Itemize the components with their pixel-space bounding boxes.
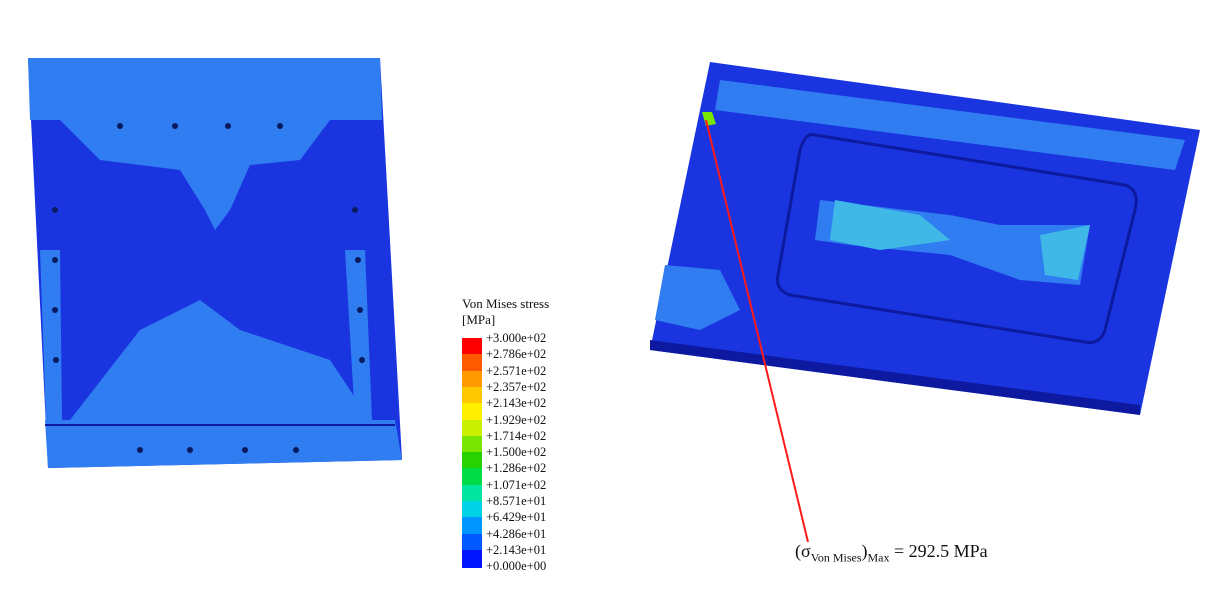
legend-tick-label: +1.286e+02	[486, 461, 547, 476]
legend-swatch	[462, 452, 482, 471]
legend-swatch	[462, 338, 482, 356]
left-model-bottom-band	[45, 420, 402, 468]
legend-tick-label: +8.571e+01	[486, 494, 547, 508]
legend-tick-label: +1.500e+02	[486, 445, 547, 460]
legend-tick-label: +1.929e+02	[486, 412, 547, 427]
right-model-front-edge	[650, 340, 1140, 415]
left-model-side-strip	[40, 250, 62, 420]
right-model-side-region	[655, 265, 740, 330]
annotation-arrow	[705, 119, 809, 543]
annotation-sigma: (σ	[795, 541, 811, 561]
annotation-value: = 292.5 MPa	[889, 541, 988, 561]
legend-tick-label: +1.071e+02	[486, 477, 547, 492]
legend-tick-label: +1.714e+02	[486, 428, 547, 443]
legend-swatch	[462, 386, 482, 405]
legend-swatch	[462, 419, 482, 438]
legend-swatch	[462, 370, 482, 389]
legend-swatch	[462, 549, 482, 568]
legend-tick-label: +3.000e+02	[486, 331, 547, 345]
left-model-top-band	[28, 58, 382, 120]
annotation-sub-max: Max	[867, 550, 890, 565]
legend-tick-label: +2.357e+02	[486, 379, 547, 394]
legend-title-line2: [MPa]	[462, 312, 496, 327]
right-model-hotspot	[702, 112, 716, 126]
legend-tick-label: +2.571e+02	[486, 363, 547, 378]
legend-swatch	[462, 484, 482, 503]
legend-swatch	[462, 517, 482, 536]
annotation-subscript: Von Mises	[810, 550, 862, 565]
legend-swatch	[462, 533, 482, 552]
right-model-rim	[715, 80, 1185, 170]
legend-title-line1: Von Mises stress	[462, 296, 550, 311]
legend-tick-label: +2.143e+01	[486, 542, 547, 557]
legend-tick-label: +0.000e+00	[486, 559, 547, 574]
legend-swatch	[462, 435, 482, 454]
legend-swatch	[462, 354, 482, 373]
legend-tick-label: +2.786e+02	[486, 347, 547, 362]
legend-swatch	[462, 468, 482, 487]
left-model-lower-region	[70, 300, 370, 420]
legend-scale: +3.000e+02 +2.786e+02+2.571e+02+2.357e+02…	[462, 331, 612, 582]
legend-tick-label: +2.143e+02	[486, 396, 547, 411]
left-model-upper-region	[60, 120, 330, 230]
right-model	[650, 62, 1200, 415]
max-stress-annotation: (σVon Mises)Max = 292.5 MPa	[795, 541, 988, 566]
stress-legend: Von Mises stress [MPa] +3.000e+02 +2.786e…	[462, 296, 612, 582]
legend-tick-label: +6.429e+01	[486, 510, 547, 525]
legend-swatch	[462, 501, 482, 519]
right-model-cyan-region-right	[1040, 225, 1090, 280]
legend-swatch	[462, 403, 482, 422]
left-model-bolts	[52, 123, 365, 453]
right-model-cyan-region	[830, 200, 950, 250]
annotation-close: )	[861, 541, 868, 561]
left-model	[28, 58, 402, 468]
left-model-side-strip-right	[345, 250, 372, 420]
legend-tick-label: +4.286e+01	[486, 526, 547, 541]
